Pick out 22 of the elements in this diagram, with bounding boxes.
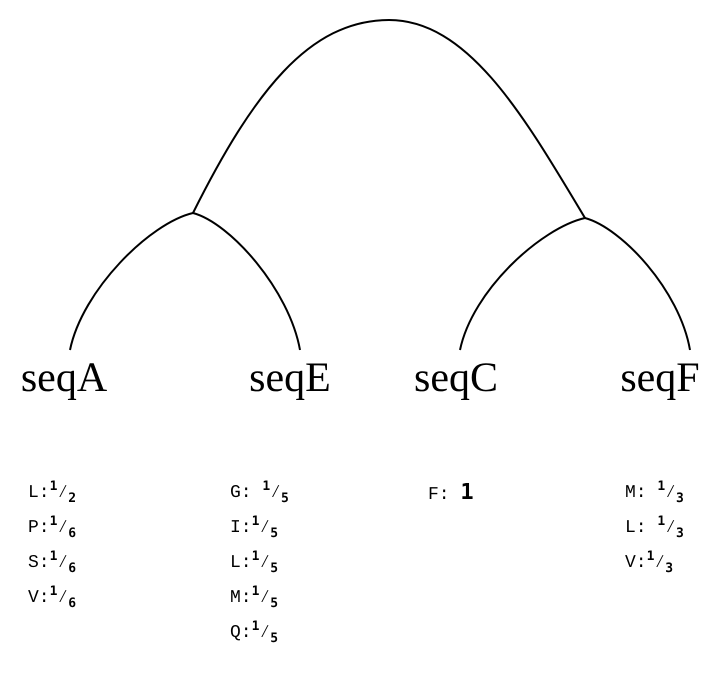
residue-frequency: L:$^{1}$⁄$_{5}$ bbox=[230, 550, 280, 576]
sequence-label: seqF bbox=[620, 354, 700, 402]
residue-frequency: P:$^{1}$⁄$_{6}$ bbox=[28, 515, 76, 541]
residue-frequency: Q:$^{1}$⁄$_{5}$ bbox=[230, 620, 280, 646]
residue-frequency: L:$^{1}$⁄$_{2}$ bbox=[28, 480, 76, 506]
residue-frequency: M:$^{1}$⁄$_{5}$ bbox=[230, 585, 280, 611]
sequence-label: seqC bbox=[414, 354, 498, 402]
tree-branch bbox=[69, 212, 194, 350]
sequence-label: seqE bbox=[249, 354, 331, 402]
residue-frequency: F: 1 bbox=[428, 480, 474, 506]
tree-branch bbox=[192, 19, 586, 219]
residue-frequency: L: $^{1}$⁄$_{3}$ bbox=[625, 515, 684, 541]
residue-frequency: I:$^{1}$⁄$_{5}$ bbox=[230, 515, 280, 541]
residue-frequency: V:$^{1}$⁄$_{3}$ bbox=[625, 550, 674, 576]
residue-frequency: G: $^{1}$⁄$_{5}$ bbox=[230, 480, 289, 506]
sequence-label: seqA bbox=[20, 354, 108, 402]
residue-frequency: S:$^{1}$⁄$_{6}$ bbox=[28, 550, 76, 576]
tree-branch bbox=[584, 217, 691, 350]
tree-branch bbox=[192, 212, 301, 350]
residue-frequency: M: $^{1}$⁄$_{3}$ bbox=[625, 480, 684, 506]
tree-branch bbox=[459, 217, 586, 350]
residue-frequency: V:$^{1}$⁄$_{6}$ bbox=[28, 585, 76, 611]
